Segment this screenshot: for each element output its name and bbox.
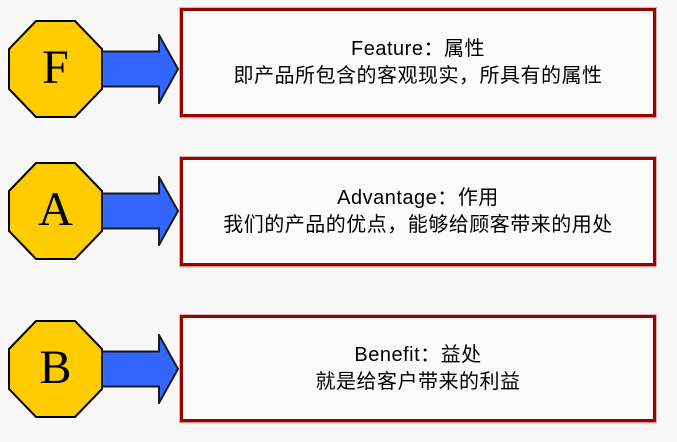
feature-description: 即产品所包含的客观现实，所具有的属性 bbox=[233, 64, 603, 87]
advantage-description: 我们的产品的优点，能够给顾客带来的用处 bbox=[223, 213, 613, 236]
octagon-letter-b: B bbox=[39, 341, 72, 394]
octagon-benefit: B bbox=[8, 320, 103, 418]
octagon-feature: F bbox=[8, 20, 103, 118]
octagon-shape-icon bbox=[8, 20, 103, 118]
benefit-description: 就是给客户带来的利益 bbox=[315, 370, 521, 393]
benefit-box: Benefit：益处 就是给客户带来的利益 bbox=[180, 315, 656, 422]
feature-title: Feature：属性 bbox=[351, 37, 485, 60]
octagon-advantage: A bbox=[8, 162, 103, 260]
octagon-shape-icon bbox=[8, 320, 103, 418]
arrow-advantage-icon bbox=[101, 176, 179, 246]
octagon-shape-icon bbox=[8, 162, 103, 260]
feature-box: Feature：属性 即产品所包含的客观现实，所具有的属性 bbox=[180, 8, 656, 117]
arrow-benefit-icon bbox=[101, 334, 179, 404]
advantage-title: Advantage：作用 bbox=[337, 186, 499, 209]
octagon-letter-f: F bbox=[42, 41, 69, 94]
advantage-box: Advantage：作用 我们的产品的优点，能够给顾客带来的用处 bbox=[180, 157, 656, 266]
benefit-title: Benefit：益处 bbox=[354, 343, 482, 366]
arrow-feature-icon bbox=[101, 34, 179, 104]
octagon-letter-a: A bbox=[38, 183, 73, 236]
